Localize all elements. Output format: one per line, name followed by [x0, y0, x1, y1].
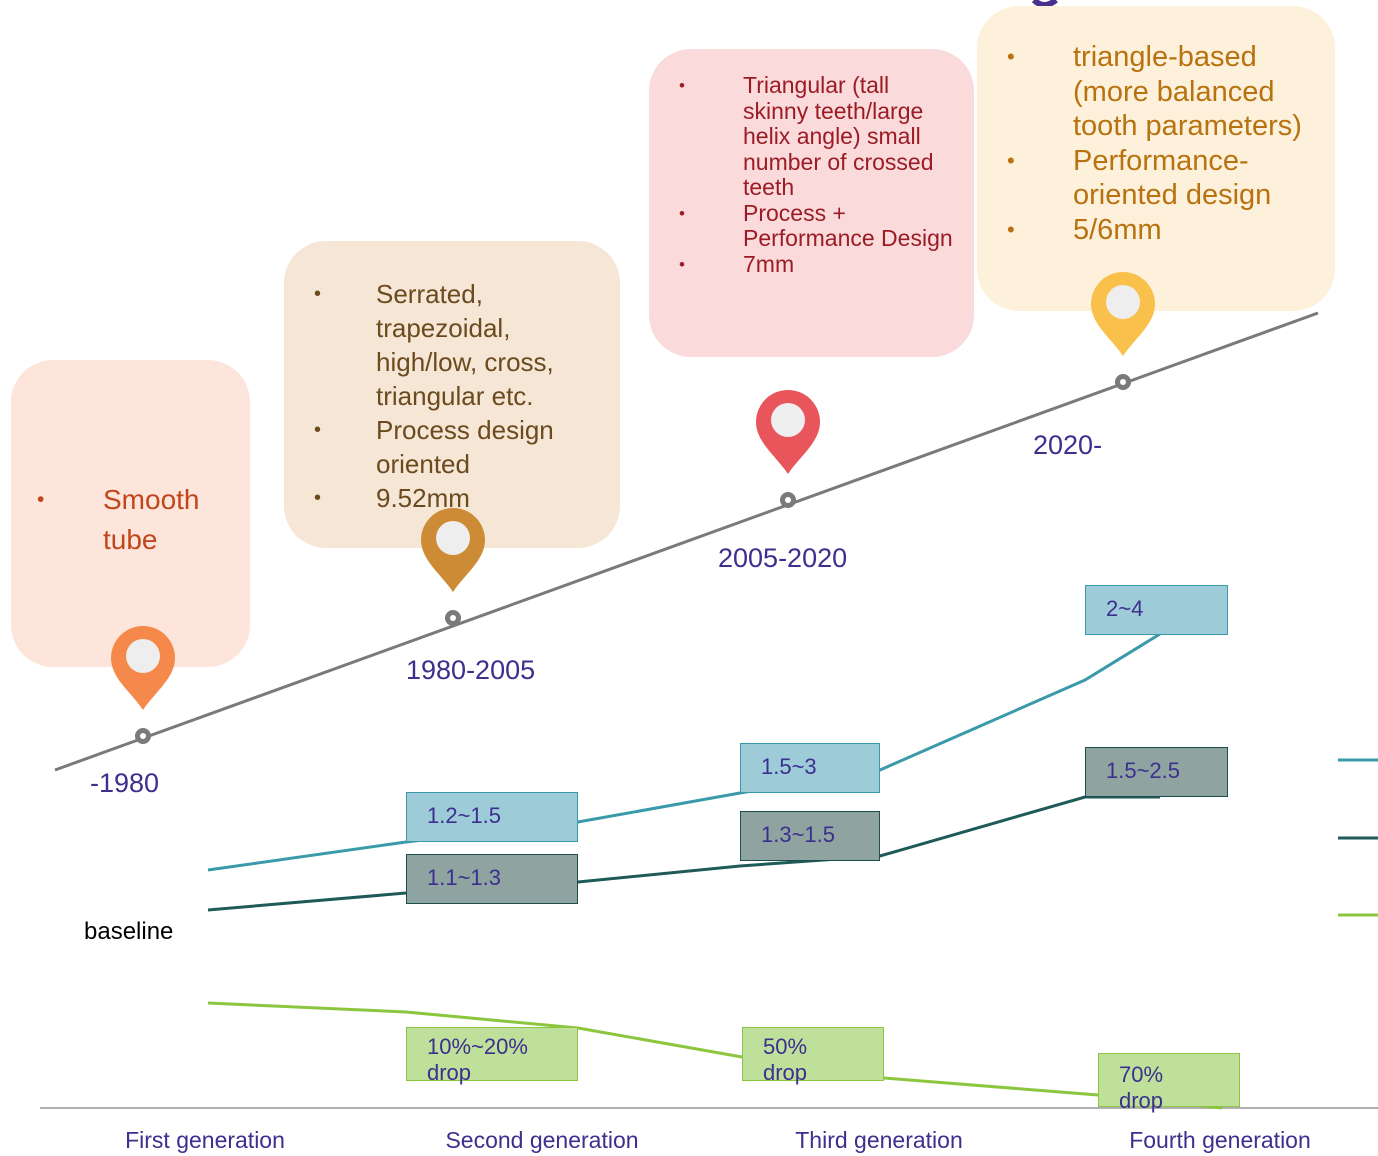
- yellow-map-pin-icon: [1091, 272, 1155, 390]
- teal-value-box: 1.5~3: [740, 743, 880, 793]
- bullet-icon: •: [1007, 44, 1015, 69]
- era-bullet-item: • Process design oriented: [314, 413, 600, 481]
- green-value-box: 10%~20% drop: [406, 1027, 578, 1085]
- axis-marker-center: [1120, 379, 1126, 385]
- pin-hole: [1106, 285, 1140, 319]
- dark-value-box: 1.3~1.5: [740, 811, 880, 861]
- era-bullet-item: • Performance-oriented design: [1007, 144, 1315, 213]
- green-value-box: 50% drop: [742, 1027, 884, 1085]
- pin-hole: [126, 639, 160, 673]
- era-bullet-item: • 9.52mm: [314, 481, 600, 515]
- pin-hole: [436, 521, 470, 555]
- era-label-2020: 2020-: [1033, 430, 1103, 460]
- era-bullet-list: • Serrated, trapezoidal, high/low, cross,…: [314, 277, 600, 515]
- bullet-text: Triangular (tall skinny teeth/large heli…: [743, 72, 934, 200]
- generation-label-1: First generation: [125, 1127, 285, 1153]
- bullet-text: Process + Performance Design: [743, 199, 953, 251]
- bullet-icon: •: [314, 283, 322, 305]
- axis-marker-center: [450, 615, 456, 621]
- bullet-icon: •: [1007, 147, 1015, 173]
- bullet-icon: •: [679, 203, 685, 223]
- generation-label-4: Fourth generation: [1129, 1127, 1311, 1153]
- title-fragment-icon: [1031, 0, 1058, 8]
- teal-value-box: 2~4: [1085, 585, 1228, 635]
- era-bullet-item: • Smooth tube: [37, 480, 250, 560]
- era-bullet-item: • Triangular (tall skinny teeth/large hel…: [679, 72, 954, 201]
- era-bullet-item: • 7mm: [679, 250, 954, 278]
- bullet-text: 5/6mm: [1073, 213, 1162, 246]
- era-bullet-list: • Triangular (tall skinny teeth/large hel…: [679, 72, 954, 278]
- teal-value-box: 1.2~1.5: [406, 792, 578, 842]
- brown-map-pin-icon: [421, 508, 485, 626]
- era-card-2020: • triangle-based (more balanced tooth par…: [977, 6, 1335, 311]
- bullet-icon: •: [679, 254, 685, 274]
- dark-value-box: 1.1~1.3: [406, 854, 578, 904]
- bullet-text: 7mm: [743, 250, 795, 277]
- bullet-text: triangle-based (more balanced tooth para…: [1073, 41, 1302, 142]
- bullet-text: 9.52mm: [376, 483, 470, 513]
- bullet-icon: •: [314, 487, 322, 509]
- bullet-text: Serrated, trapezoidal, high/low, cross, …: [376, 279, 554, 411]
- bullet-text: Performance-oriented design: [1073, 144, 1272, 212]
- bullet-text: Process design oriented: [376, 415, 554, 479]
- bullet-icon: •: [1007, 216, 1015, 242]
- era-bullet-item: • triangle-based (more balanced tooth par…: [1007, 40, 1315, 144]
- era-label-1980-2005: 1980-2005: [406, 655, 536, 685]
- era-bullet-item: • Serrated, trapezoidal, high/low, cross,…: [314, 277, 600, 413]
- era-bullet-list: • triangle-based (more balanced tooth par…: [1007, 40, 1315, 247]
- era-label-2005-2020: 2005-2020: [718, 543, 848, 573]
- era-card-1980: • Smooth tube: [11, 360, 250, 667]
- era-label-1980: -1980: [90, 768, 160, 798]
- era-card-1980-2005: • Serrated, trapezoidal, high/low, cross,…: [284, 241, 620, 548]
- timeline-axis: [54, 311, 1319, 772]
- era-bullet-item: • 5/6mm: [1007, 213, 1315, 248]
- era-bullet-item: • Process + Performance Design: [679, 199, 954, 252]
- generation-label-3: Third generation: [795, 1127, 963, 1153]
- orange-map-pin-icon: [111, 626, 175, 744]
- teal-trend-line: [207, 632, 1161, 872]
- generation-label-2: Second generation: [445, 1127, 639, 1153]
- bullet-icon: •: [314, 419, 322, 441]
- red-map-pin-icon: [756, 390, 820, 508]
- bullet-icon: •: [37, 488, 45, 511]
- era-bullet-list: • Smooth tube: [37, 480, 250, 560]
- green-value-box: 70% drop: [1098, 1053, 1240, 1113]
- baseline-label: baseline: [84, 918, 174, 945]
- bullet-text: Smooth tube: [103, 484, 200, 555]
- pin-hole: [771, 403, 805, 437]
- axis-marker-center: [140, 733, 146, 739]
- bullet-icon: •: [679, 76, 685, 95]
- axis-marker-center: [785, 497, 791, 503]
- dark-value-box: 1.5~2.5: [1085, 747, 1228, 797]
- era-card-2005-2020: • Triangular (tall skinny teeth/large hel…: [649, 49, 974, 357]
